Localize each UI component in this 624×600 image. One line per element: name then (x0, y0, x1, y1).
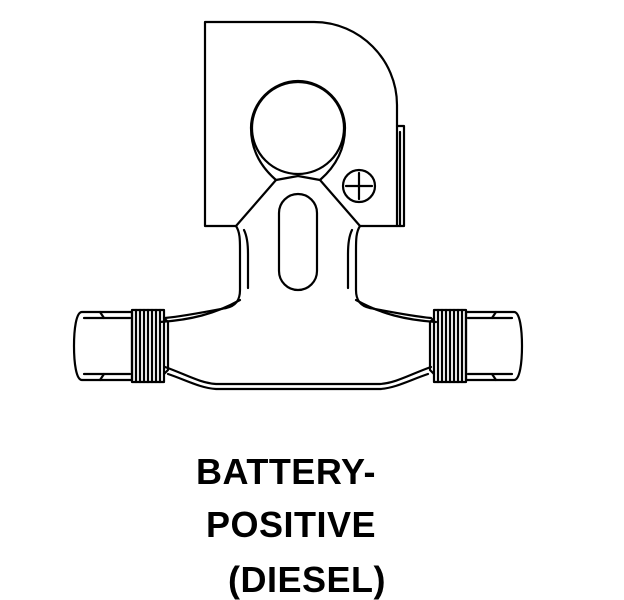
terminal-neck (224, 224, 372, 310)
right-cable-end (428, 308, 524, 384)
caption-line-2: POSITIVE (206, 504, 377, 545)
left-cable-end (72, 308, 170, 384)
terminal-slot (277, 192, 319, 292)
plus-icon (341, 168, 377, 204)
bolt-hole (250, 80, 346, 176)
cable-body (158, 298, 438, 391)
battery-cable-drawing (72, 20, 524, 391)
caption-line-1: BATTERY- (196, 451, 376, 492)
caption-line-3: (DIESEL) (228, 559, 387, 600)
